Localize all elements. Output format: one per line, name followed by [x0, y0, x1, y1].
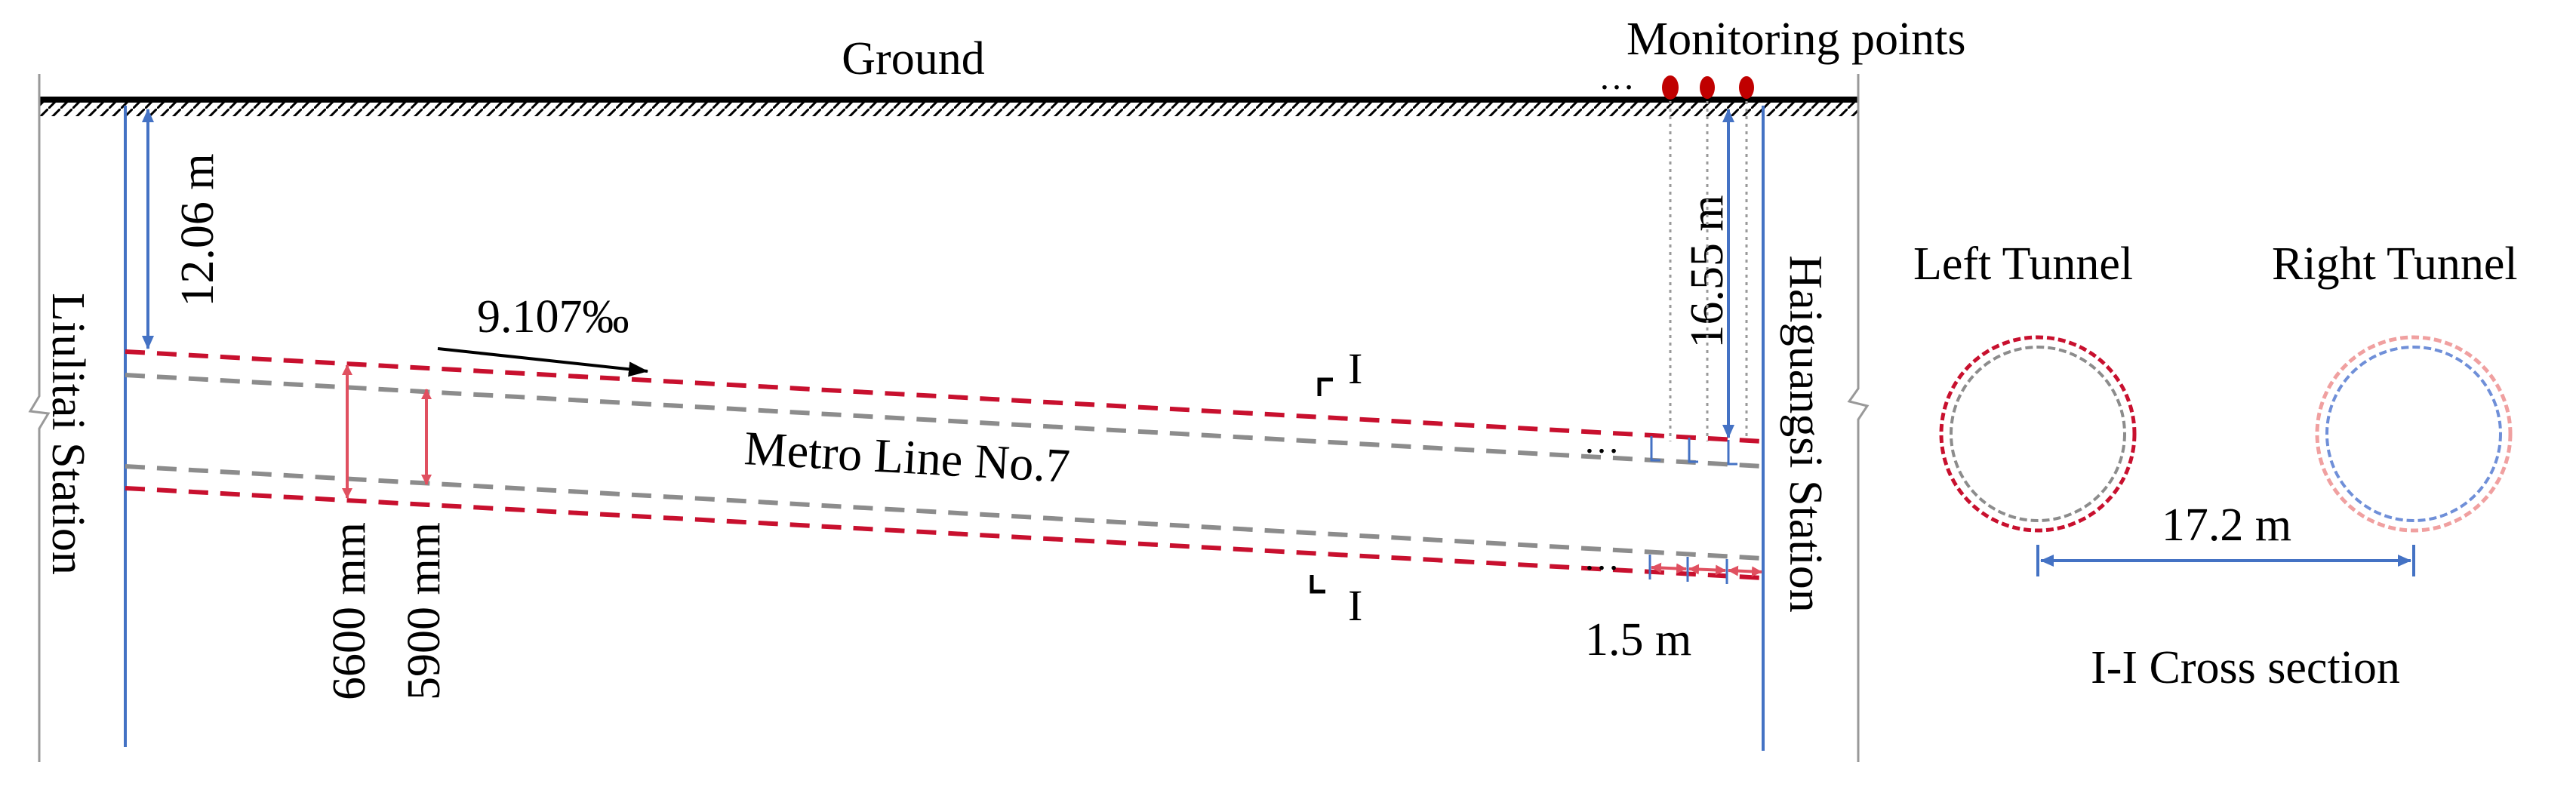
metro-line-label: Metro Line No.7	[743, 421, 1071, 493]
tunnel-spacing-label: 17.2 m	[2162, 500, 2291, 551]
monitoring-point	[1700, 76, 1715, 99]
upper-tunnel	[125, 349, 1764, 469]
left-depth-label: 12.06 m	[172, 153, 223, 306]
lower-tunnel	[125, 464, 1764, 580]
monitoring-point-markers	[1662, 75, 1754, 100]
gradient-arrow	[437, 347, 648, 377]
outer-diameter-label: 6600 mm	[324, 522, 375, 700]
monitoring-point	[1662, 75, 1679, 100]
right-station-label: Haiguangsi Station	[1780, 255, 1831, 613]
monitoring-ellipsis: …	[1599, 57, 1635, 97]
cross-section: Left Tunnel Right Tunnel 17.2 m I-I Cros…	[1913, 238, 2518, 693]
left-tunnel-outer-ring	[1939, 335, 2137, 533]
right-tunnel-outer-ring	[2315, 335, 2513, 533]
right-tunnel-label: Right Tunnel	[2272, 238, 2518, 290]
ground-label: Ground	[842, 33, 984, 85]
section-mark-label: I	[1348, 344, 1362, 393]
lower-ellipsis: …	[1583, 538, 1620, 578]
lower-tunnel-inner-lining	[125, 464, 1764, 561]
section-marker-top: I	[1317, 344, 1362, 396]
upper-section-ticks	[1650, 436, 1737, 466]
left-tunnel-section	[1939, 335, 2137, 533]
upper-tunnel-inner-lining	[125, 373, 1764, 469]
right-tunnel-inner-ring	[2325, 346, 2502, 522]
cross-section-label: I-I Cross section	[2091, 642, 2400, 693]
ground-surface	[39, 97, 1858, 116]
point-spacing-dimensions	[1651, 562, 1762, 577]
upper-ellipsis: …	[1583, 421, 1620, 461]
right-depth-label: 16.55 m	[1682, 195, 1733, 348]
section-marker-bottom: I	[1310, 575, 1362, 630]
monitoring-points-label: Monitoring points	[1627, 14, 1966, 65]
inner-diameter-label: 5900 mm	[399, 522, 450, 700]
upper-tunnel-outer-lining	[125, 349, 1764, 444]
point-spacing-label: 1.5 m	[1585, 614, 1691, 666]
section-mark-label: I	[1348, 581, 1362, 630]
right-tunnel-section	[2315, 335, 2513, 533]
lower-tunnel-outer-lining	[125, 486, 1764, 580]
monitoring-point	[1739, 76, 1754, 99]
left-tunnel-inner-ring	[1950, 346, 2126, 522]
lower-section-ticks	[1648, 555, 1728, 584]
left-station-label: Liulitai Station	[42, 293, 94, 575]
left-tunnel-label: Left Tunnel	[1913, 238, 2133, 290]
right-boundary	[1847, 74, 1870, 762]
left-boundary	[28, 74, 51, 762]
ground-hatch	[39, 101, 1858, 116]
gradient-label: 9.107‰	[477, 291, 629, 343]
